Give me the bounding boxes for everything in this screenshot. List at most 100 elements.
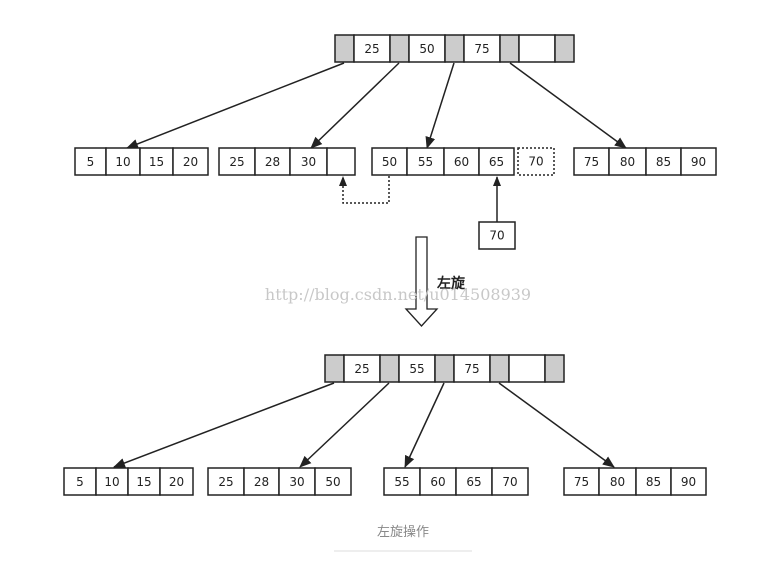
- before-root-pointer-2: [444, 34, 465, 63]
- before-leaf-1-cell-3: [172, 147, 209, 176]
- after-leaf-1-cell-0: [63, 467, 97, 496]
- key-transfer-dotted-arrow: [339, 176, 390, 204]
- before-leaf-2-cell-2: [289, 147, 328, 176]
- before-root-key-cell-0: [353, 34, 391, 63]
- before-leaf-4-key-3: 90: [691, 155, 706, 169]
- after-root-pointer-0: [324, 354, 345, 383]
- before-leaf-1: 5 10 15 20: [74, 147, 209, 176]
- after-leaf-3-cell-2: [455, 467, 493, 496]
- before-leaf-3-key-3: 65: [489, 155, 504, 169]
- after-leaf-2-key-3: 50: [325, 475, 340, 489]
- before-leaf-3-cell-3: [478, 147, 515, 176]
- before-leaf-1-key-0: 5: [87, 155, 95, 169]
- after-leaf-3-cell-3: [491, 467, 529, 496]
- before-leaf-1-cell-1: [105, 147, 141, 176]
- before-root-key-1: 50: [419, 42, 434, 56]
- before-edge-1: [126, 62, 345, 149]
- after-root-pointer-2: [434, 354, 455, 383]
- before-leaf-1-key-1: 10: [115, 155, 130, 169]
- after-root-key-0: 25: [354, 362, 369, 376]
- before-root-pointer-1: [389, 34, 410, 63]
- after-leaf-1-key-1: 10: [104, 475, 119, 489]
- after-leaf-2-cell-1: [243, 467, 280, 496]
- after-edge-3: [404, 382, 445, 468]
- before-leaf-3-cell-1: [406, 147, 445, 176]
- after-root-key-1: 55: [409, 362, 424, 376]
- after-root-pointer-4: [544, 354, 565, 383]
- after-leaf-2-cell-2: [278, 467, 316, 496]
- before-leaf-2-cell-1: [254, 147, 291, 176]
- after-leaf-2-key-2: 30: [289, 475, 304, 489]
- before-leaf-2-key-2: 30: [301, 155, 316, 169]
- before-edges: [126, 62, 627, 149]
- before-edge-2: [310, 62, 400, 149]
- before-leaf-2-key-1: 28: [265, 155, 280, 169]
- before-leaf-4-key-0: 75: [584, 155, 599, 169]
- before-root-key-cell-3: [518, 34, 556, 63]
- before-leaf-1-key-3: 20: [183, 155, 198, 169]
- before-leaf-3-key-1: 55: [418, 155, 433, 169]
- after-root-key-cell-3: [508, 354, 546, 383]
- before-leaf-3-cell-2: [443, 147, 480, 176]
- after-edge-2: [299, 382, 390, 468]
- before-root-pointer-3: [499, 34, 520, 63]
- after-leaf-4-key-1: 80: [610, 475, 625, 489]
- before-root-pointer-4: [554, 34, 575, 63]
- before-leaf-3-key-0: 50: [382, 155, 397, 169]
- after-root-pointer-1: [379, 354, 400, 383]
- before-root-key-2: 75: [474, 42, 489, 56]
- after-leaf-4-cell-2: [635, 467, 672, 496]
- after-root-key-cell-1: [398, 354, 436, 383]
- after-edge-4: [498, 382, 615, 468]
- before-root-key-cell-1: [408, 34, 446, 63]
- after-edge-1: [113, 382, 335, 468]
- overflow-key-box: 70: [517, 147, 555, 176]
- inserted-key-label: 70: [489, 229, 504, 243]
- before-leaf-1-key-2: 15: [149, 155, 164, 169]
- before-leaf-4-cell-1: [608, 147, 647, 176]
- before-leaf-2: 25 28 30: [218, 147, 356, 176]
- after-leaf-1: 5 10 15 20: [63, 467, 194, 496]
- after-leaf-3-key-3: 70: [502, 475, 517, 489]
- after-root-node: 25 55 75: [324, 354, 565, 383]
- after-leaf-4-key-3: 90: [681, 475, 696, 489]
- watermark-text: http://blog.csdn.net/u014508939: [265, 285, 531, 304]
- before-leaf-2-cell-3: [326, 147, 356, 176]
- after-root-key-cell-0: [343, 354, 381, 383]
- before-leaf-4-cell-3: [680, 147, 717, 176]
- after-leaf-1-cell-2: [127, 467, 161, 496]
- after-leaf-3-cell-1: [419, 467, 457, 496]
- after-root-key-2: 75: [464, 362, 479, 376]
- after-leaf-1-key-2: 15: [136, 475, 151, 489]
- before-leaf-2-key-0: 25: [229, 155, 244, 169]
- after-leaf-3-key-0: 55: [394, 475, 409, 489]
- figure-caption: 左旋操作: [377, 524, 429, 540]
- after-root-pointer-3: [489, 354, 510, 383]
- before-edge-3: [425, 62, 455, 149]
- before-root-key-cell-2: [463, 34, 501, 63]
- after-leaf-4-key-0: 75: [574, 475, 589, 489]
- before-leaf-4-key-1: 80: [620, 155, 635, 169]
- after-leaf-4-cell-3: [670, 467, 707, 496]
- after-leaf-2-cell-3: [314, 467, 352, 496]
- after-leaf-2-key-1: 28: [254, 475, 269, 489]
- before-leaf-4-cell-2: [645, 147, 682, 176]
- rotation-arrow: [404, 236, 439, 327]
- after-edges: [113, 382, 615, 468]
- overflow-key-label: 70: [528, 155, 543, 169]
- before-edge-4: [509, 62, 627, 149]
- after-leaf-1-key-0: 5: [76, 475, 84, 489]
- after-leaf-1-key-3: 20: [169, 475, 184, 489]
- inserted-key-box: 70: [478, 221, 516, 250]
